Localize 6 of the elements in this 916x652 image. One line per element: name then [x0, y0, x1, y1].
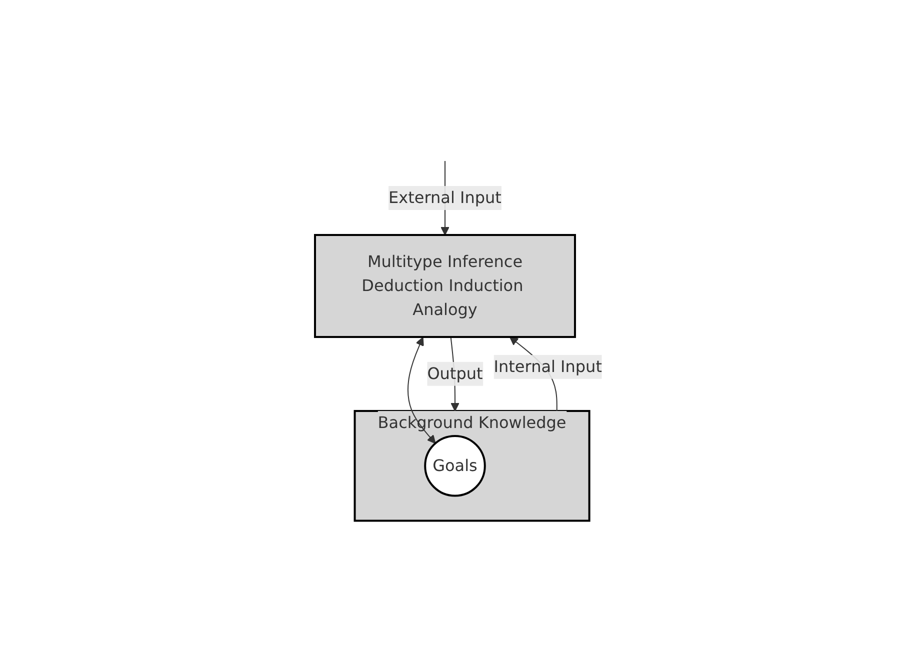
- arrow: [407, 337, 436, 444]
- node-circle: Goals: [424, 435, 486, 497]
- edge-label: External Input: [388, 188, 501, 208]
- edge-label: Output: [426, 364, 482, 383]
- edge-label: Internal Input: [493, 357, 602, 376]
- node-box: Multitype Inference Deduction Induction Analogy: [314, 234, 576, 338]
